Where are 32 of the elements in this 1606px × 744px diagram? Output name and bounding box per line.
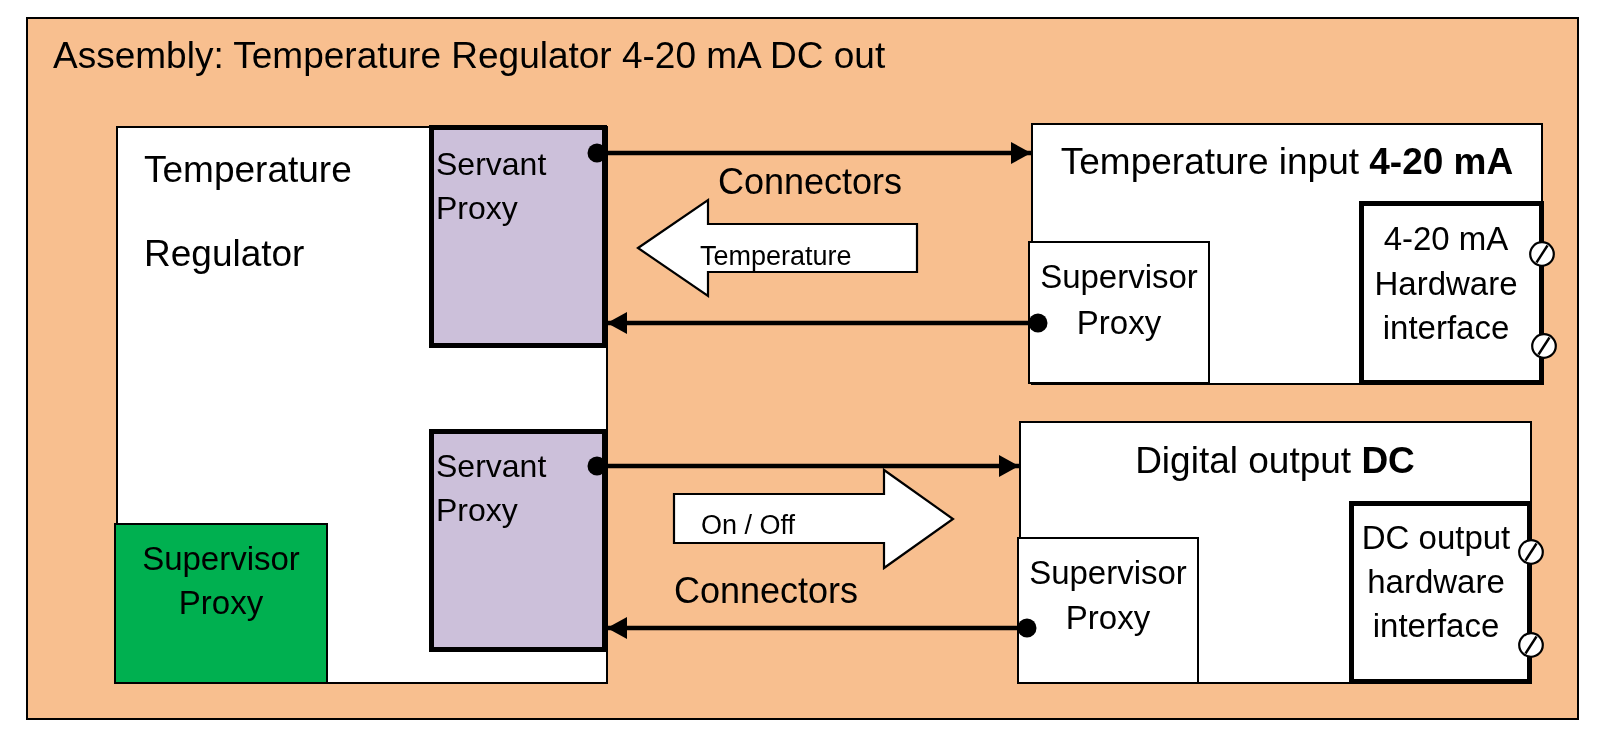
arrow-label: On / Off [701, 510, 796, 540]
proxy-box [1017, 537, 1199, 684]
panel-title: Assembly: Temperature Regulator 4-20 mA DC out [53, 35, 886, 77]
connector-label: Connectors [674, 575, 859, 607]
proxy-label: Supervisor Proxy [141, 539, 301, 623]
interface-box [1349, 501, 1532, 684]
connector-arrow [587, 455, 1019, 477]
block-arrow [636, 198, 919, 298]
interface-label: DC output hardware interface [1360, 518, 1512, 646]
assembly-panel [26, 17, 1579, 720]
block-arrow [672, 468, 955, 570]
interface-box [1359, 201, 1544, 385]
component-title: Temperature input 4-20 mA [1060, 141, 1514, 183]
proxy-label: Servant Proxy [436, 447, 548, 530]
proxy-box [114, 523, 328, 684]
proxy-box [429, 429, 607, 652]
connector-label: Connectors [718, 166, 903, 198]
proxy-label: Supervisor Proxy [1039, 257, 1199, 343]
component-box [1031, 123, 1543, 385]
proxy-label: Supervisor Proxy [1028, 553, 1188, 638]
proxy-box [429, 125, 607, 348]
proxy-label: Servant Proxy [436, 145, 548, 228]
arrow-label: Temperature [700, 241, 852, 271]
component-label: Temperature Regulator [144, 148, 353, 276]
connector-arrow [607, 617, 1037, 639]
component-box [1019, 421, 1532, 684]
connector-arrow [607, 312, 1048, 334]
component-title: Digital output DC [1135, 440, 1415, 482]
connector-arrow [587, 142, 1031, 164]
interface-label: 4-20 mA Hardware interface [1373, 219, 1519, 348]
proxy-box [1028, 241, 1210, 384]
component-box [116, 126, 608, 684]
